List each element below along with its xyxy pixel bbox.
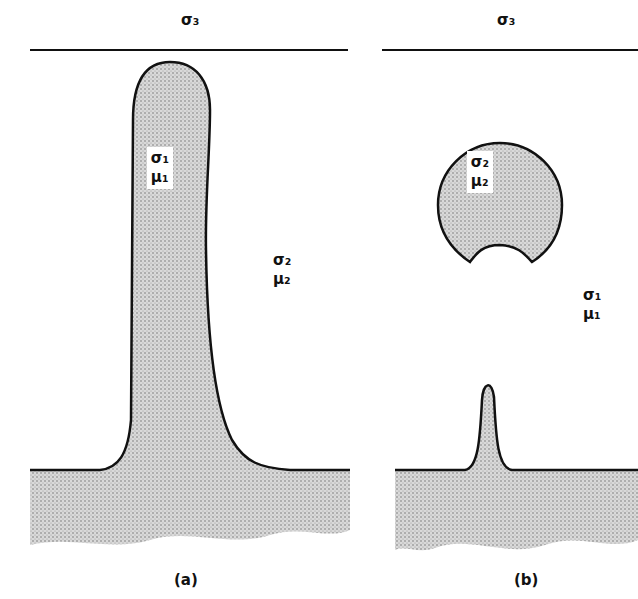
liquid-bulk xyxy=(395,385,638,550)
liquid-column: σ₁ μ₁ xyxy=(30,58,350,558)
property-label: σ₁ μ₁ xyxy=(147,147,173,189)
panel-label: (a) xyxy=(174,571,198,590)
top-boundary xyxy=(30,49,348,51)
region-label: σ₂ μ₂ xyxy=(273,251,291,289)
shape-outline xyxy=(436,141,564,271)
detached-drop: σ₂ μ₂ xyxy=(436,141,564,271)
interface-line xyxy=(395,385,638,470)
top-boundary xyxy=(382,49,638,51)
shape-outline xyxy=(30,58,350,558)
region-label: σ₁ μ₁ xyxy=(583,286,601,324)
region-label: σ₃ xyxy=(181,11,199,30)
property-label: σ₂ μ₂ xyxy=(467,151,493,193)
region-label: σ₃ xyxy=(497,11,515,30)
panel-label: (b) xyxy=(514,571,538,590)
